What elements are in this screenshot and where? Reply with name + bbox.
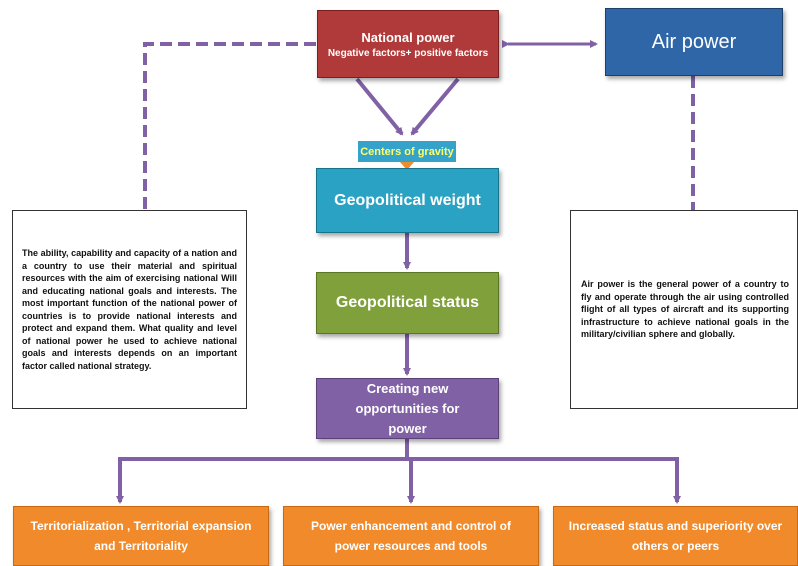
- dashed-link-national-power-description: [143, 42, 316, 210]
- national-power-description-text: The ability, capability and capacity of …: [22, 248, 237, 371]
- arrow-national-to-centers-right: [410, 77, 460, 136]
- outcome-power-enhancement-text: Power enhancement and control of power r…: [310, 519, 512, 553]
- centers-of-gravity-text: Centers of gravity: [360, 145, 454, 158]
- outcome-increased-status-box: Increased status and superiority over ot…: [553, 506, 798, 566]
- geopolitical-weight-box: Geopolitical weight: [316, 168, 499, 233]
- air-power-description-text: Air power is the general power of a coun…: [581, 279, 789, 340]
- air-power-box: Air power: [605, 8, 783, 76]
- new-opportunities-text: Creating new opportunities for power: [355, 380, 460, 436]
- outcome-territorialization-box: Territorialization , Territorial expansi…: [13, 506, 269, 566]
- geopolitical-status-text: Geopolitical status: [335, 294, 480, 311]
- geopolitical-status-box: Geopolitical status: [316, 272, 499, 334]
- centers-pointer: [400, 162, 414, 170]
- national-power-subtitle: Negative factors+ positive factors: [327, 47, 489, 59]
- new-opportunities-box: Creating new opportunities for power: [316, 378, 499, 439]
- geopolitical-weight-text: Geopolitical weight: [334, 191, 481, 209]
- national-power-description-box: The ability, capability and capacity of …: [12, 210, 247, 409]
- arrow-national-to-centers-left: [355, 77, 404, 136]
- national-power-box: National power Negative factors+ positiv…: [317, 10, 499, 78]
- air-power-title: Air power: [651, 30, 737, 53]
- outcome-power-enhancement-box: Power enhancement and control of power r…: [283, 506, 539, 566]
- centers-of-gravity-label: Centers of gravity: [358, 141, 456, 162]
- national-power-title: National power: [361, 29, 455, 45]
- outcome-territorialization-text: Territorialization , Territorial expansi…: [30, 519, 252, 553]
- air-power-description-box: Air power is the general power of a coun…: [570, 210, 798, 409]
- outcome-increased-status-text: Increased status and superiority over ot…: [568, 519, 783, 553]
